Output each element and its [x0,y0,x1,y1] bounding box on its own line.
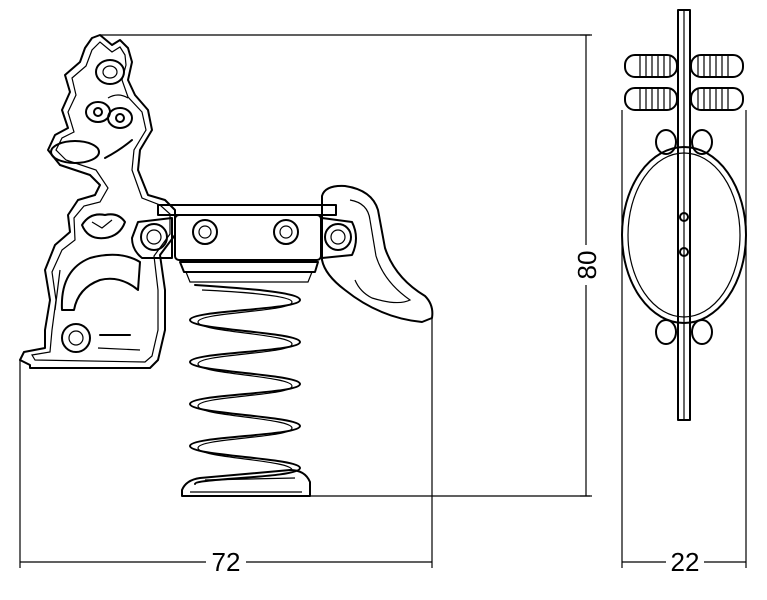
spring-top-cap [185,271,313,283]
side-view [19,34,434,497]
animal-ear-ring-inner [102,65,118,79]
animal-body-cutout [60,253,141,311]
width-label: 72 [212,547,241,577]
spring-base-inner [190,477,302,493]
front-handle-upper [624,54,744,78]
seat-side-plate-right [321,217,357,259]
animal-pupil-right [115,113,125,123]
animal-cheek [107,94,129,99]
animal-mouth [104,139,133,159]
animal-eye-left [85,101,111,123]
depth-label: 22 [671,547,700,577]
animal-eye-right [107,107,133,129]
front-view [621,9,747,421]
seat-bolts [140,219,352,251]
animal-tail [321,184,434,323]
spring-top-plate [179,261,319,273]
front-bolt-lower-right [691,319,713,345]
spring-coil-inner [197,289,293,471]
animal-paw [81,213,126,240]
front-bolt-lower-left [655,319,677,345]
animal-snout [50,140,100,164]
animal-foot-slot-2 [97,347,141,351]
animal-foot-ring [61,323,91,353]
seat-plate [157,204,337,216]
animal-ear-ring [95,59,125,85]
spring-base [181,469,311,497]
animal-foot-ring-inner [68,330,84,346]
animal-paw-detail [91,219,113,229]
front-seat-bolt-1 [679,212,689,222]
front-bolt-upper-left [655,129,677,155]
height-label: 80 [572,251,602,280]
front-bolt-upper-right [691,129,713,155]
front-seat-bolt-2 [679,247,689,257]
animal-panel-inner [31,41,171,363]
animal-leg-slot [54,269,61,311]
front-handle-lower [624,87,744,111]
seat-bracket [174,214,322,261]
seat-side-plate [131,217,173,259]
spring-coil [189,284,301,485]
dimension-lines: 72 80 22 [19,34,747,577]
animal-pupil-left [93,107,103,117]
front-seat-ellipse-inner [627,152,741,318]
animal-tail-inner [349,199,412,304]
